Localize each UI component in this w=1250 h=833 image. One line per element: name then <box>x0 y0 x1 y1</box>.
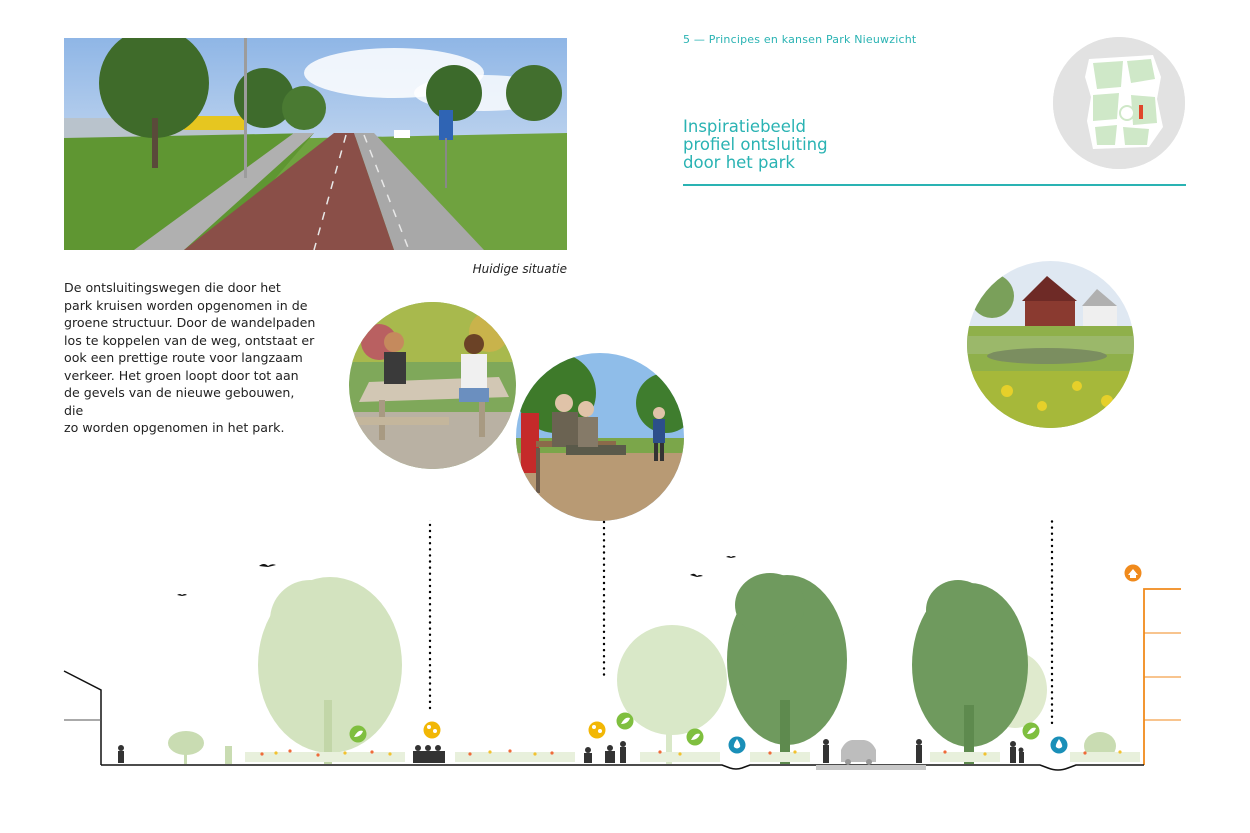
body-paragraph: De ontsluitingswegen die door het park k… <box>64 279 316 437</box>
title-line: door het park <box>683 153 795 172</box>
title-line: profiel ontsluiting <box>683 135 828 154</box>
flower-strip <box>245 749 1140 762</box>
water-drop-icon <box>1050 736 1068 754</box>
running-head: 5 — Principes en kansen Park Nieuwzicht <box>683 33 917 46</box>
photo-caption: Huidige situatie <box>472 262 567 276</box>
title-divider <box>683 184 1186 186</box>
body-line: verkeer. Het groen loopt door tot aan <box>64 367 299 383</box>
leaf-hand-icon <box>349 725 367 743</box>
street-profile-section <box>63 520 1181 771</box>
body-line: De ontsluitingswegen die door het <box>64 280 281 295</box>
page-title: Inspiratiebeeld profiel ontsluiting door… <box>683 118 983 172</box>
leaf-hand-icon <box>616 712 634 730</box>
light-tree <box>617 625 727 764</box>
water-drop-icon <box>728 736 746 754</box>
people-play-icon <box>588 721 606 739</box>
body-line: zo worden opgenomen in het park. <box>64 420 285 435</box>
dark-tree <box>727 573 847 764</box>
inspiration-photo-bench <box>516 353 684 521</box>
dark-tree <box>912 580 1028 764</box>
body-line: los te koppelen van de weg, ontstaat er <box>64 332 315 348</box>
car-silhouette <box>841 740 876 765</box>
body-line: park kruisen worden opgenomen in de <box>64 297 308 313</box>
left-building <box>63 670 102 765</box>
people-play-icon <box>423 721 441 739</box>
leaf-hand-icon <box>686 728 704 746</box>
bird-icon <box>177 556 736 596</box>
title-line: Inspiratiebeeld <box>683 117 806 136</box>
bollard <box>225 746 232 764</box>
home-icon <box>1124 564 1142 582</box>
current-situation-photo <box>64 38 567 250</box>
location-map <box>1053 37 1185 169</box>
body-line: de gevels van de nieuwe gebouwen, die <box>64 385 295 418</box>
body-line: groene structuur. Door de wandelpaden <box>64 315 316 330</box>
road-surface <box>816 765 926 770</box>
leaf-hand-icon <box>1022 722 1040 740</box>
person-silhouette <box>118 739 1024 763</box>
body-line: ook een prettige route voor langzaam <box>64 350 303 365</box>
light-tree <box>258 577 402 764</box>
inspiration-photo-picnic <box>349 302 516 469</box>
inspiration-photo-wadi <box>967 261 1134 428</box>
ground-line <box>101 764 1144 771</box>
right-building <box>1143 588 1181 765</box>
